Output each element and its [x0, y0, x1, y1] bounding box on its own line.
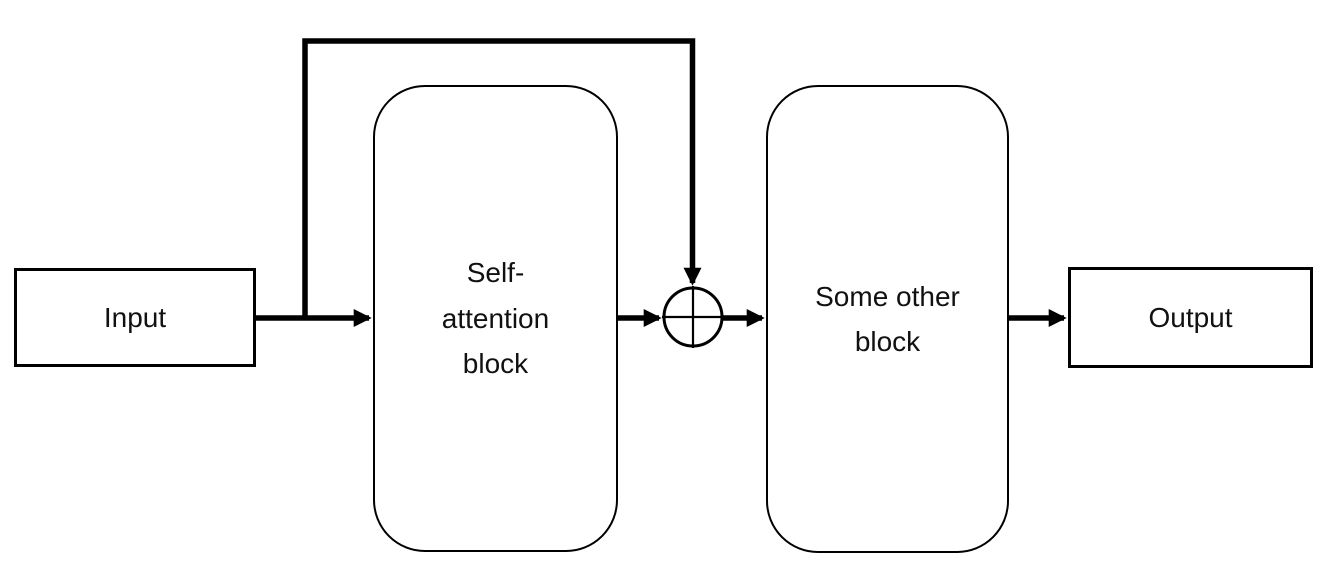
some-other-block-node-label: Some other block — [815, 280, 960, 357]
self-attention-node-label: Self- attention block — [441, 257, 550, 380]
self-attention-node: Self- attention block — [373, 85, 618, 552]
input-node-label: Input — [103, 301, 167, 333]
output-node-label: Output — [1148, 301, 1233, 333]
some-other-block-node: Some other block — [766, 85, 1009, 553]
output-node: Output — [1068, 267, 1313, 368]
edge-skip-connection — [302, 38, 702, 318]
input-node: Input — [14, 268, 256, 367]
adder-node — [662, 286, 724, 348]
